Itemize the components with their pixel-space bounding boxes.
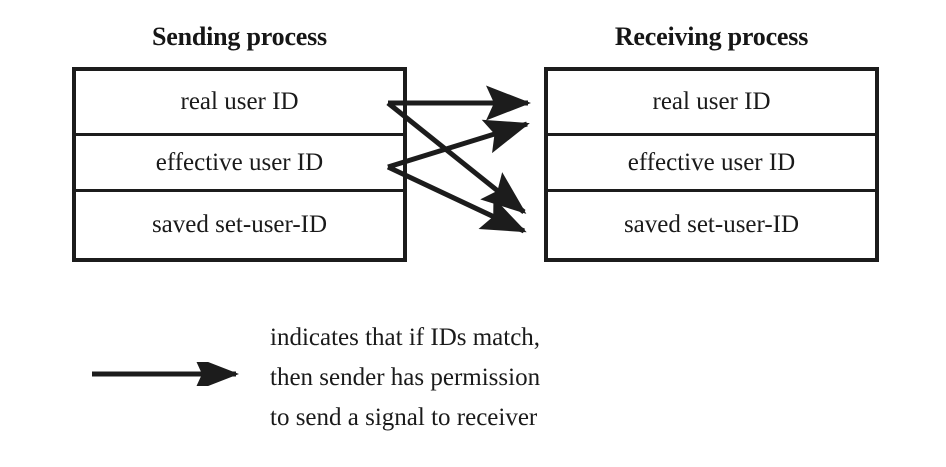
sending-row-label: effective user ID	[155, 148, 324, 176]
legend-line: then sender has permission	[270, 364, 541, 391]
sending-process-title: Sending process	[152, 22, 327, 51]
sending-row-label: real user ID	[180, 88, 299, 115]
receiving-row-label: saved set-user-ID	[623, 211, 800, 238]
legend-text: indicates that if IDs match, then sender…	[270, 318, 540, 438]
receiving-row-label: real user ID	[652, 88, 771, 115]
sending-row-real-user-id: real user ID	[76, 71, 403, 133]
legend: indicates that if IDs match, then sender…	[90, 318, 850, 448]
arrow-effective-to-saved	[386, 164, 527, 234]
receiving-row-saved-set-user-id: saved set-user-ID	[548, 192, 875, 258]
legend-line: indicates that if IDs match,	[270, 324, 541, 351]
sending-row-label: saved set-user-ID	[151, 211, 328, 238]
receiving-row-effective-user-id: effective user ID	[548, 133, 875, 192]
sending-row-effective-user-id: effective user ID	[76, 133, 403, 192]
receiving-row-label: effective user ID	[627, 148, 796, 176]
legend-line: to send a signal to receiver	[270, 404, 538, 431]
arrow-real-to-saved	[386, 101, 527, 214]
sending-row-saved-set-user-id: saved set-user-ID	[76, 192, 403, 258]
receiving-row-real-user-id: real user ID	[548, 71, 875, 133]
receiving-process-title: Receiving process	[614, 22, 809, 51]
arrow-effective-to-real	[387, 119, 530, 170]
legend-arrow-icon	[92, 362, 240, 386]
receiving-process-box: real user ID effective user ID saved set…	[544, 67, 879, 262]
sending-process-box: real user ID effective user ID saved set…	[72, 67, 407, 262]
